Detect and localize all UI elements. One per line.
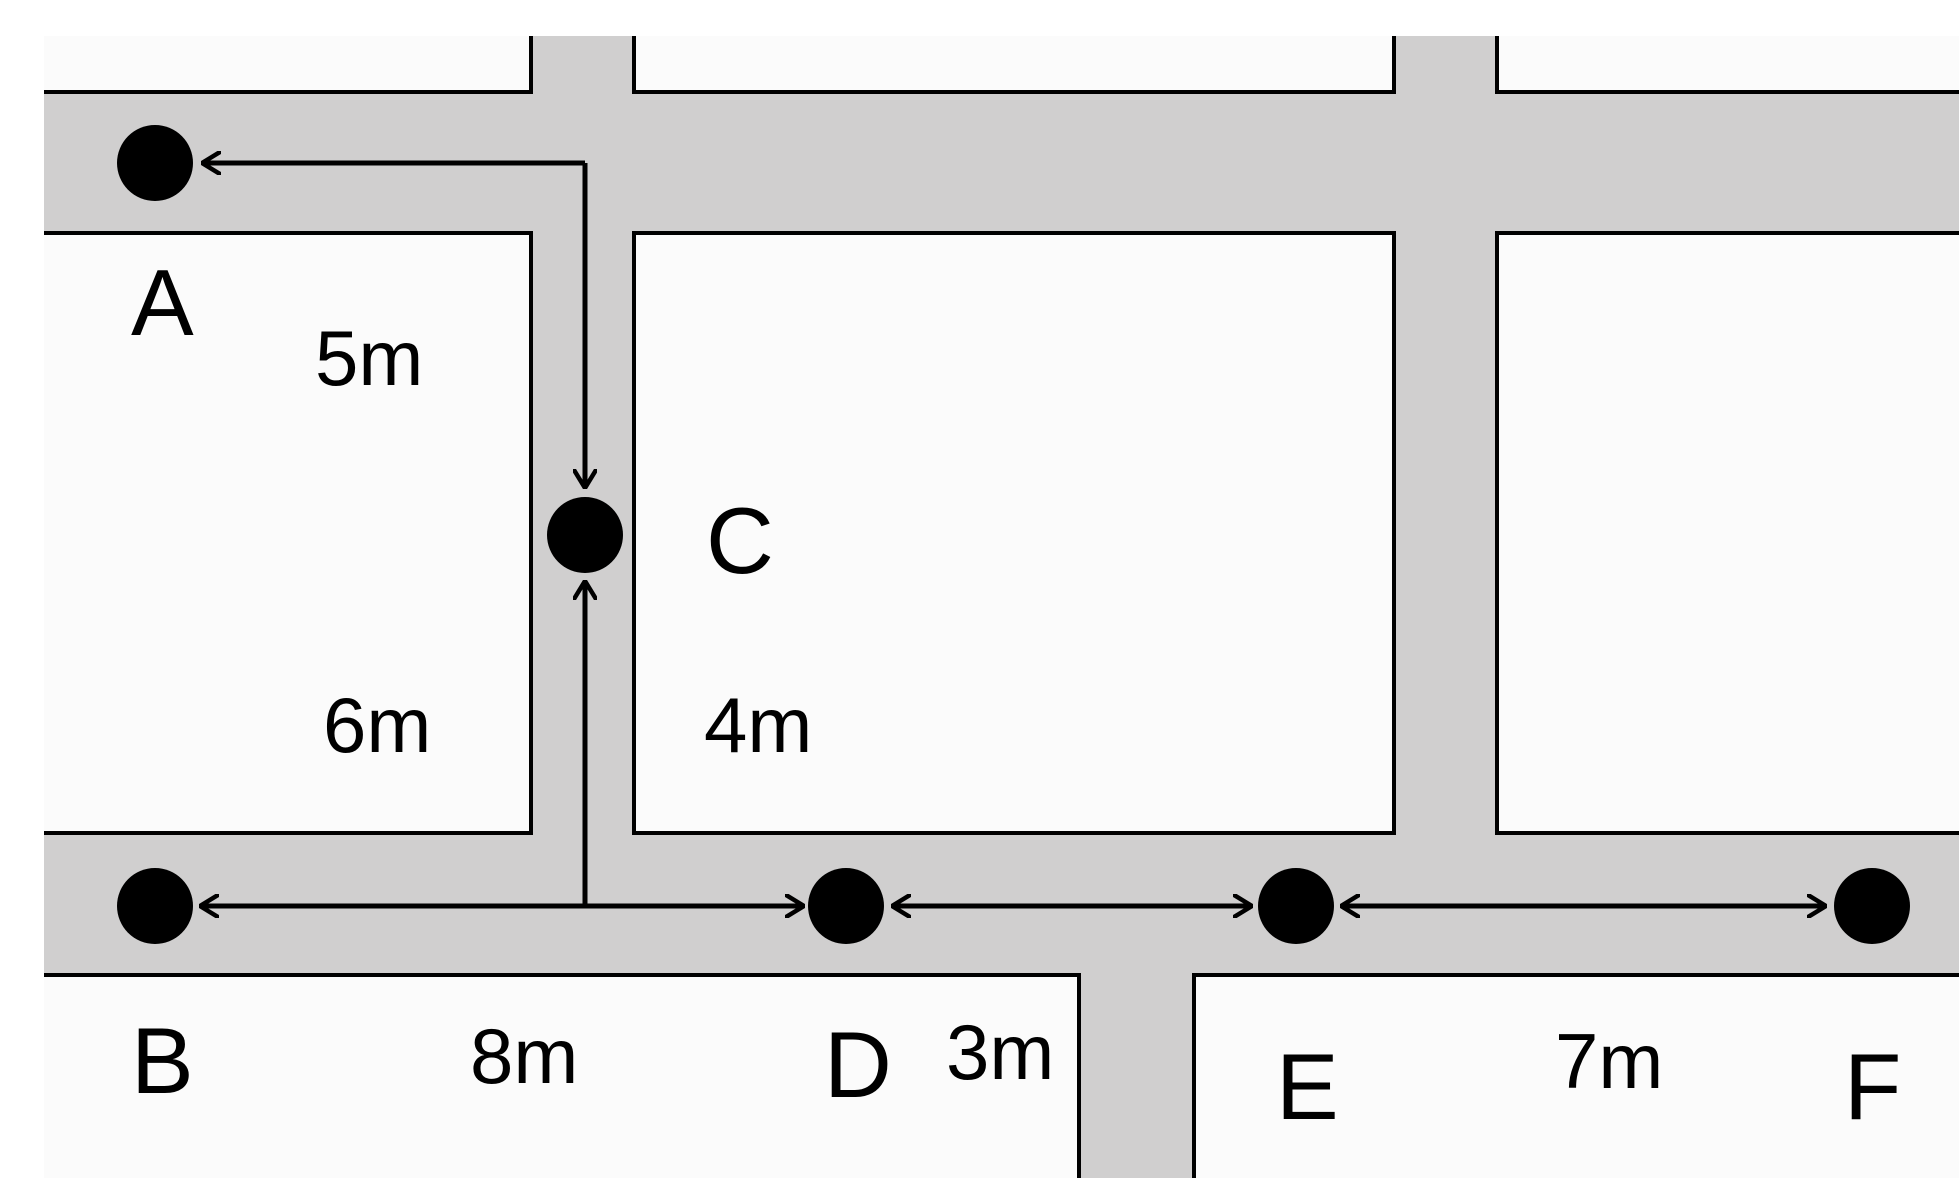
block-bottom-left [18, 973, 1081, 1194]
distance-label-a-c: 5m [315, 314, 423, 402]
point-c-label: C [706, 488, 774, 593]
point-c-marker [547, 497, 623, 573]
block-mid-left [18, 231, 533, 835]
point-d-label: D [824, 1012, 892, 1117]
distance-label-b-c: 6m [323, 681, 431, 769]
point-a-marker [117, 125, 193, 201]
distance-label-e-f: 7m [1555, 1017, 1663, 1105]
map-points [117, 125, 1910, 944]
block-mid-right [1495, 231, 1959, 835]
block-bottom-right [1192, 973, 1959, 1194]
point-d-marker [808, 868, 884, 944]
point-f-marker [1834, 868, 1910, 944]
point-a-label: A [131, 250, 194, 355]
point-b-label: B [131, 1008, 194, 1113]
route-arrows [200, 163, 1826, 906]
distance-label-c-d: 4m [704, 681, 812, 769]
city-blocks [18, 8, 1959, 1194]
point-e-label: E [1276, 1034, 1339, 1139]
distance-label-b-d: 8m [470, 1012, 578, 1100]
block-mid-middle [632, 231, 1396, 835]
point-f-label: F [1844, 1034, 1901, 1139]
distance-label-d-e: 3m [946, 1008, 1054, 1096]
point-b-marker [117, 868, 193, 944]
point-e-marker [1258, 868, 1334, 944]
